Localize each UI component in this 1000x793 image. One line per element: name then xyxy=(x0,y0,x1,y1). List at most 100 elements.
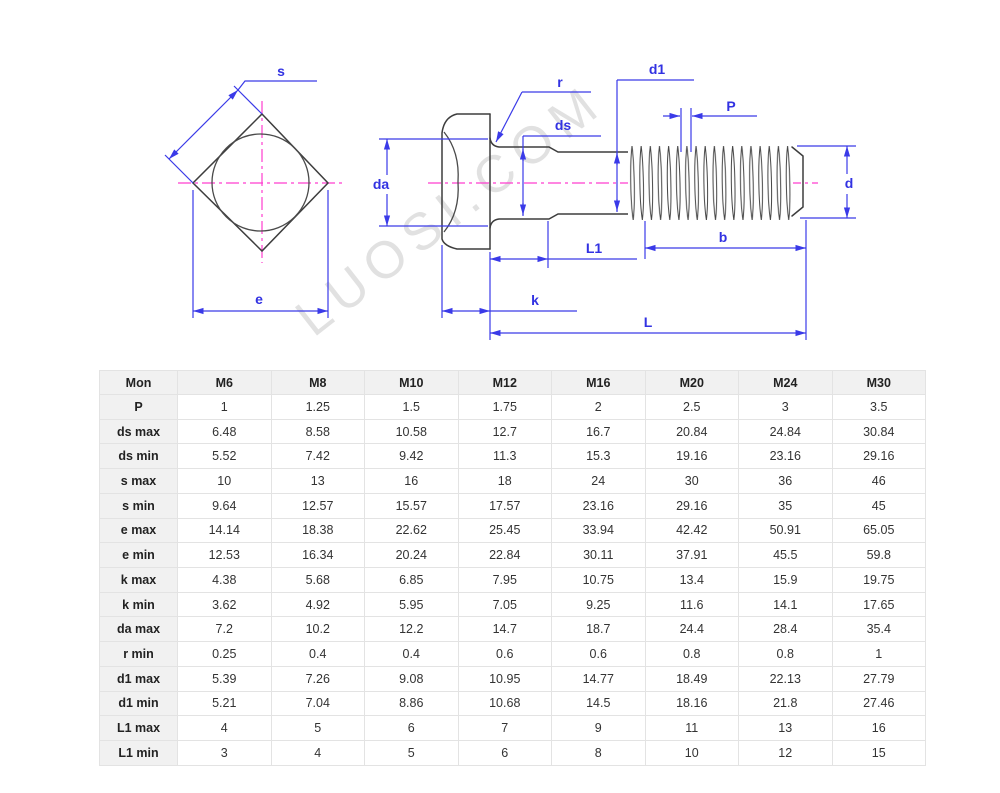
dimension-b: b xyxy=(644,221,806,259)
dimension-ds: ds xyxy=(519,117,601,216)
value-cell: 10 xyxy=(644,740,739,766)
value-cell: 0.4 xyxy=(270,641,365,667)
value-cell: 24.84 xyxy=(738,418,833,445)
value-cell: 9.08 xyxy=(364,665,459,692)
value-cell: 65.05 xyxy=(831,517,926,544)
side-view-bolt xyxy=(428,113,818,250)
value-cell: 16 xyxy=(364,468,459,494)
label-d: d xyxy=(845,175,854,191)
value-cell: 22.84 xyxy=(457,542,552,569)
header-cell: Mon xyxy=(99,370,178,395)
value-cell: 59.8 xyxy=(831,542,926,569)
row-label: s min xyxy=(99,492,178,519)
value-cell: 13 xyxy=(738,715,833,742)
row-label: s max xyxy=(99,468,178,494)
value-cell: 30 xyxy=(644,468,739,494)
value-cell: 30.84 xyxy=(831,418,926,445)
value-cell: 8 xyxy=(551,740,646,766)
value-cell: 3.62 xyxy=(177,591,272,618)
header-cell: M16 xyxy=(551,370,646,395)
value-cell: 27.46 xyxy=(831,690,926,717)
value-cell: 29.16 xyxy=(644,492,739,519)
value-cell: 18 xyxy=(457,468,552,494)
value-cell: 7 xyxy=(457,715,552,742)
value-cell: 0.8 xyxy=(644,641,739,667)
value-cell: 7.2 xyxy=(177,616,272,643)
header-cell: M30 xyxy=(831,370,926,395)
value-cell: 8.58 xyxy=(270,418,365,445)
value-cell: 18.38 xyxy=(270,517,365,544)
value-cell: 15 xyxy=(831,740,926,766)
value-cell: 8.86 xyxy=(364,690,459,717)
value-cell: 18.49 xyxy=(644,665,739,692)
value-cell: 24 xyxy=(551,468,646,494)
value-cell: 16 xyxy=(831,715,926,742)
row-label: r min xyxy=(99,641,178,667)
dimension-d1: d1 xyxy=(613,61,694,212)
value-cell: 30.11 xyxy=(551,542,646,569)
value-cell: 12.2 xyxy=(364,616,459,643)
value-cell: 12 xyxy=(738,740,833,766)
value-cell: 22.13 xyxy=(738,665,833,692)
value-cell: 15.57 xyxy=(364,492,459,519)
value-cell: 25.45 xyxy=(457,517,552,544)
value-cell: 15.9 xyxy=(738,567,833,593)
value-cell: 7.04 xyxy=(270,690,365,717)
value-cell: 16.7 xyxy=(551,418,646,445)
dimension-L: L xyxy=(489,220,807,340)
label-p: P xyxy=(726,98,735,114)
value-cell: 24.4 xyxy=(644,616,739,643)
shank-bottom xyxy=(489,213,630,229)
value-cell: 10.68 xyxy=(457,690,552,717)
value-cell: 1.75 xyxy=(457,394,552,420)
value-cell: 0.4 xyxy=(364,641,459,667)
value-cell: 20.84 xyxy=(644,418,739,445)
value-cell: 10.2 xyxy=(270,616,365,643)
value-cell: 46 xyxy=(831,468,926,494)
value-cell: 19.75 xyxy=(831,567,926,593)
dimension-s: s xyxy=(164,63,317,184)
dimension-k: k xyxy=(441,245,577,318)
value-cell: 9.64 xyxy=(177,492,272,519)
label-s: s xyxy=(277,63,285,79)
value-cell: 19.16 xyxy=(644,443,739,470)
value-cell: 4.38 xyxy=(177,567,272,593)
value-cell: 12.7 xyxy=(457,418,552,445)
value-cell: 11 xyxy=(644,715,739,742)
row-label: L1 max xyxy=(99,715,178,742)
value-cell: 10.75 xyxy=(551,567,646,593)
value-cell: 42.42 xyxy=(644,517,739,544)
value-cell: 16.34 xyxy=(270,542,365,569)
value-cell: 14.14 xyxy=(177,517,272,544)
value-cell: 13 xyxy=(270,468,365,494)
value-cell: 7.95 xyxy=(457,567,552,593)
value-cell: 9.42 xyxy=(364,443,459,470)
row-label: d1 min xyxy=(99,690,178,717)
value-cell: 11.3 xyxy=(457,443,552,470)
value-cell: 6.85 xyxy=(364,567,459,593)
value-cell: 14.77 xyxy=(551,665,646,692)
header-cell: M20 xyxy=(644,370,739,395)
value-cell: 18.7 xyxy=(551,616,646,643)
value-cell: 9 xyxy=(551,715,646,742)
dimension-d: d xyxy=(797,145,856,219)
value-cell: 27.79 xyxy=(831,665,926,692)
dimension-L1: L1 xyxy=(490,221,637,268)
thread-pattern xyxy=(628,146,793,220)
row-label: k min xyxy=(99,591,178,618)
label-d1: d1 xyxy=(649,61,666,77)
value-cell: 12.57 xyxy=(270,492,365,519)
dimension-r: r xyxy=(495,74,591,143)
